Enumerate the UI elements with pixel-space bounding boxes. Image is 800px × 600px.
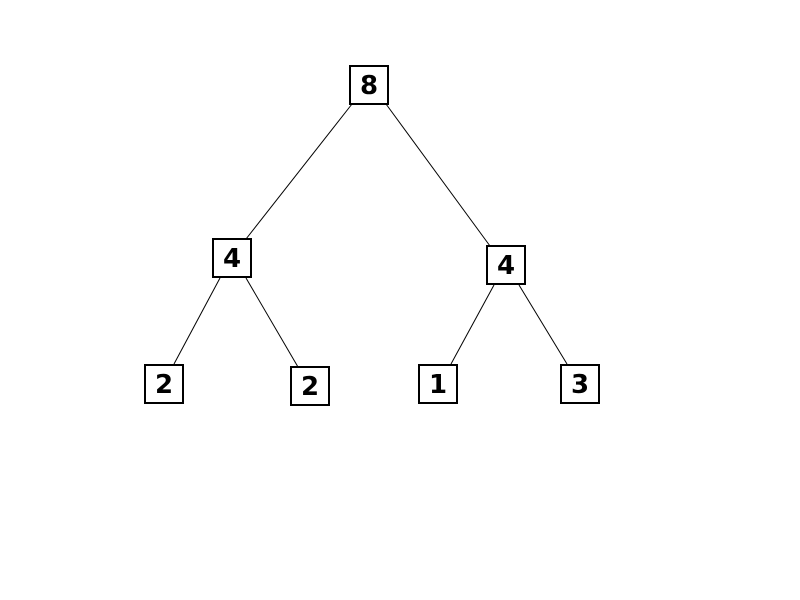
node-value: 2 — [155, 370, 173, 400]
node-box — [290, 366, 330, 406]
edge-left-to-leaf-1 — [173, 277, 221, 365]
node-value: 2 — [301, 372, 319, 402]
node-box — [349, 65, 389, 105]
edge-left-to-leaf-2 — [245, 277, 299, 368]
tree-node-left: 4 — [212, 238, 252, 278]
node-box — [486, 245, 526, 285]
node-value: 8 — [360, 71, 378, 101]
edge-root-to-right — [385, 103, 491, 247]
node-box — [418, 364, 458, 404]
tree-node-right: 4 — [486, 245, 526, 285]
node-box — [560, 364, 600, 404]
node-value: 4 — [223, 244, 241, 274]
node-box — [212, 238, 252, 278]
tree-node-root: 8 — [349, 65, 389, 105]
node-value: 3 — [571, 370, 589, 400]
edge-right-to-leaf-4 — [518, 284, 568, 365]
tree-node-leaf-2: 2 — [290, 366, 330, 406]
edge-right-to-leaf-3 — [450, 284, 495, 365]
edge-root-to-left — [245, 103, 353, 240]
tree-node-leaf-1: 2 — [144, 364, 184, 404]
tree-node-leaf-3: 1 — [418, 364, 458, 404]
node-value: 4 — [497, 251, 515, 281]
node-box — [144, 364, 184, 404]
tree-node-leaf-4: 3 — [560, 364, 600, 404]
node-value: 1 — [429, 370, 447, 400]
